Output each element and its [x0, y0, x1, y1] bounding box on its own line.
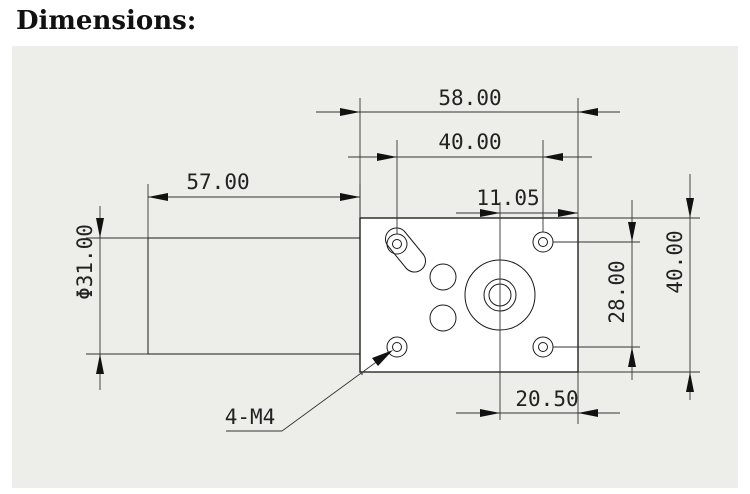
dim-height: 40.00: [578, 174, 700, 400]
page-title: Dimensions:: [16, 6, 197, 36]
dim-shaft-to-edge: 20.50: [456, 372, 620, 424]
svg-text:4-M4: 4-M4: [225, 405, 276, 429]
dim-motor-length: 57.00: [147, 170, 361, 238]
svg-text:20.50: 20.50: [515, 387, 578, 411]
svg-text:40.00: 40.00: [438, 130, 501, 154]
dim-hole-spacing-vertical: 28.00: [553, 200, 640, 380]
dim-total-length: 58.00: [316, 86, 620, 218]
svg-text:40.00: 40.00: [663, 230, 687, 293]
oblong-slot: [384, 227, 427, 273]
mount-hole-bottom-left: [386, 336, 408, 358]
dim-hole-spacing-horizontal: 40.00: [348, 130, 592, 234]
svg-text:57.00: 57.00: [186, 170, 249, 194]
motor-body: [147, 237, 361, 355]
dim-motor-diameter: Φ31.00: [73, 206, 148, 390]
callout-4-m4: 4-M4: [225, 350, 393, 432]
svg-text:28.00: 28.00: [605, 260, 629, 323]
svg-text:11.05: 11.05: [476, 186, 539, 210]
svg-text:58.00: 58.00: [438, 86, 501, 110]
gear-pin-lower: [429, 304, 457, 332]
gear-pin-upper: [429, 263, 457, 291]
svg-text:Φ31.00: Φ31.00: [73, 224, 97, 300]
dim-shaft-offset: 11.05: [456, 186, 578, 420]
